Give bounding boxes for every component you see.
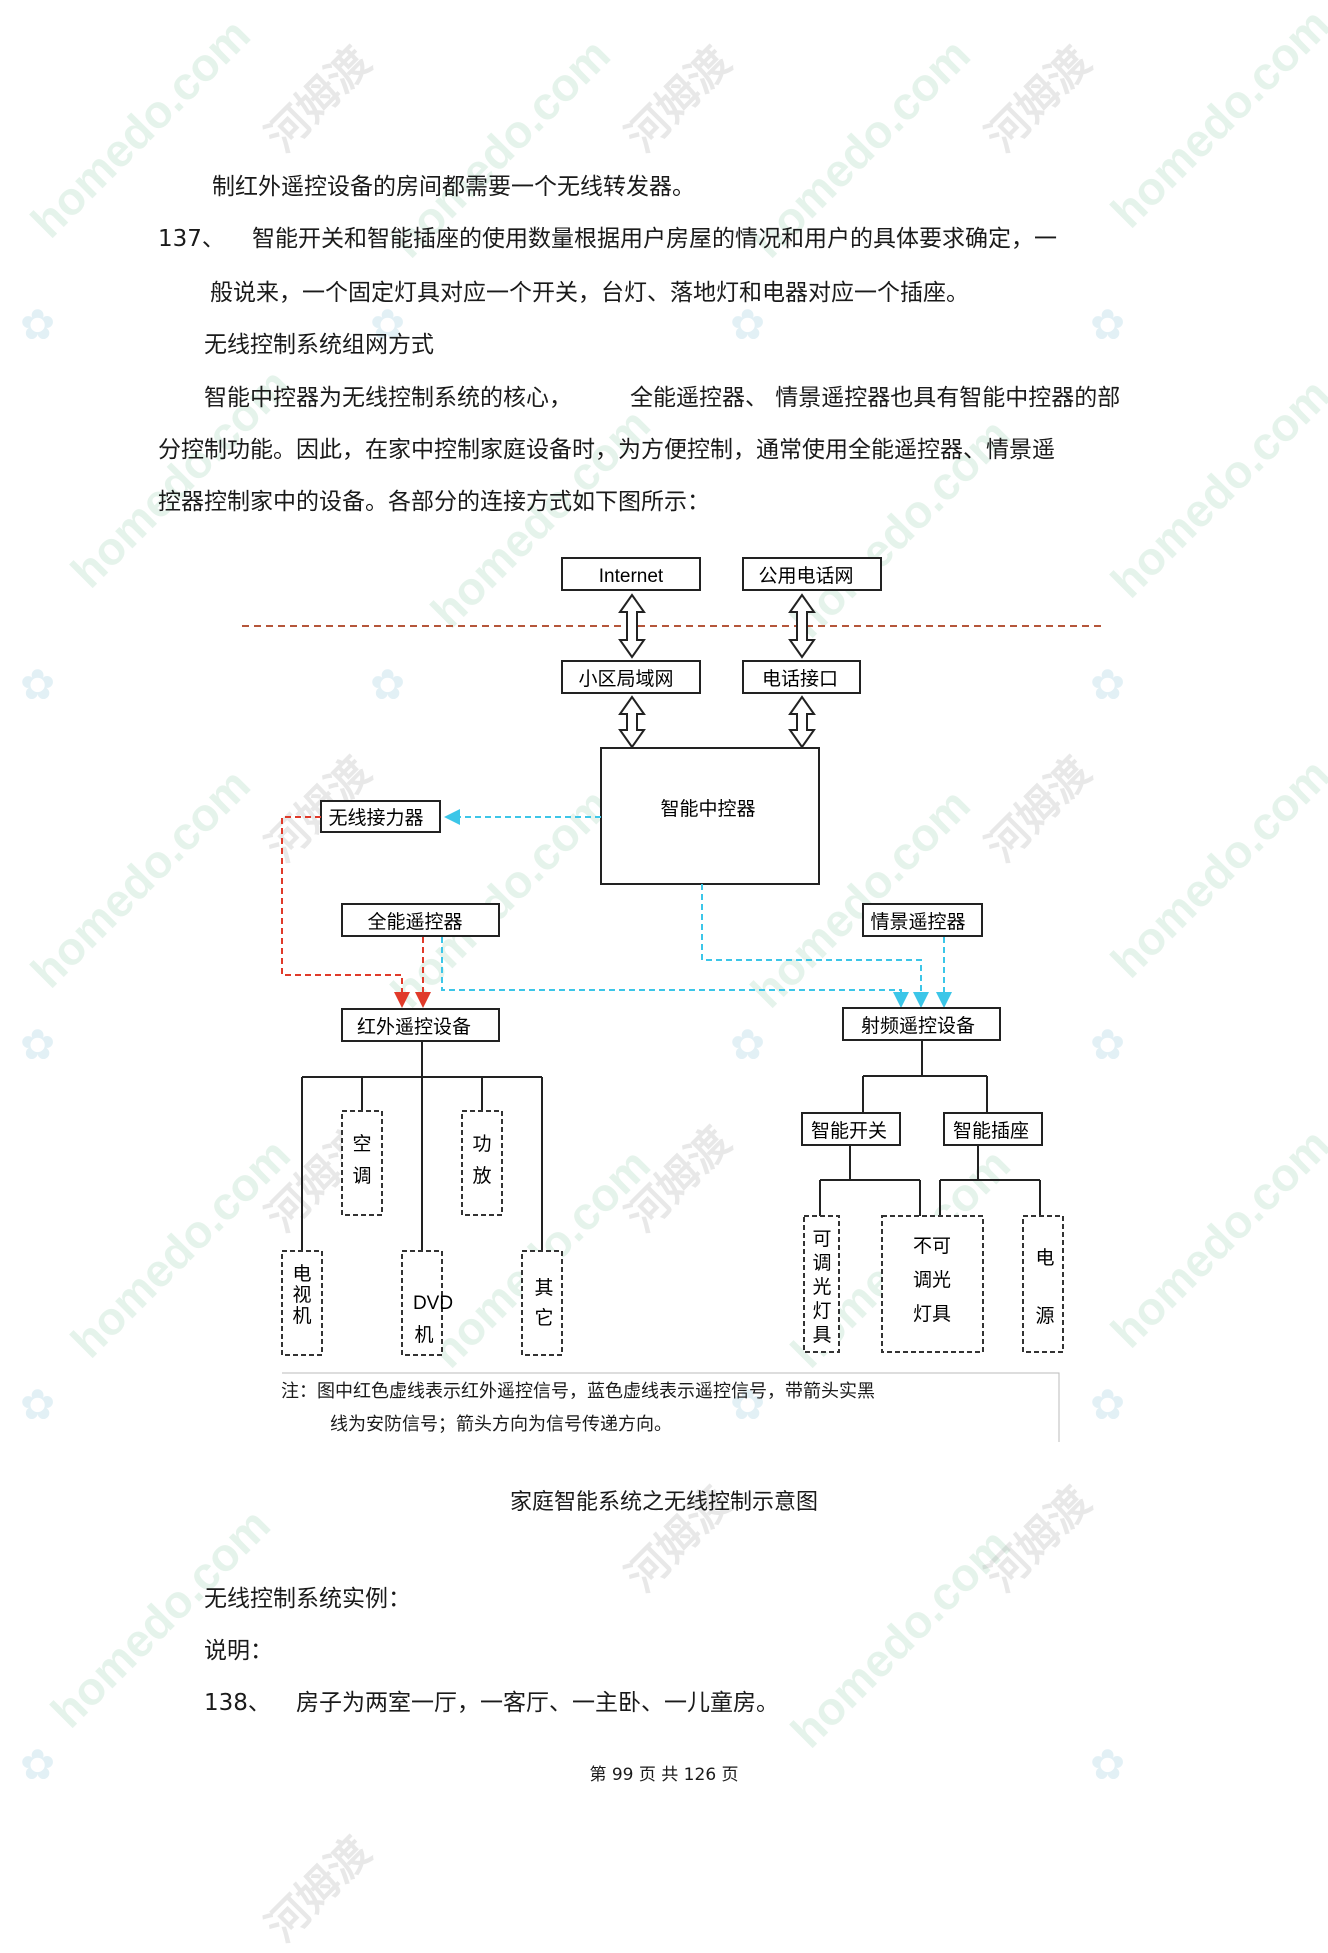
wireless-control-diagram: Internet 公用电话网 小区局域网 电话接口 智能中控器 无线接力器 全能… (242, 557, 1102, 1442)
smart-socket-label: 智能插座 (953, 1120, 1029, 1142)
double-arrow (618, 593, 816, 749)
ir-signal-line (281, 816, 410, 1008)
smart-switch-box (801, 1112, 901, 1146)
paragraph-line: 房子为两室一厅，一客厅、一主卧、一儿童房。 (296, 1690, 779, 1716)
relay-label: 无线接力器 (328, 807, 423, 829)
figure-caption: 家庭智能系统之无线控制示意图 (509, 1490, 818, 1515)
paragraph-line: 说明： (204, 1638, 273, 1664)
nondim-label-3: 灯具 (913, 1303, 951, 1325)
ir-device-box (341, 1008, 500, 1042)
rf-signal-line (441, 937, 909, 1008)
paragraph-line: 智能开关和智能插座的使用数量根据用户房屋的情况和用户的具体要求确定，一 (252, 226, 1057, 252)
lan-label: 小区局域网 (578, 668, 673, 690)
other-label: 其它 (534, 1277, 553, 1329)
phone-net-box (742, 557, 882, 591)
section-heading: 无线控制系统实例： (204, 1586, 411, 1612)
list-number: 137、 (158, 226, 225, 252)
paragraph-line: 般说来，一个固定灯具对应一个开关，台灯、落地灯和电器对应一个插座。 (210, 280, 969, 306)
smart-socket-box (943, 1112, 1043, 1146)
relay-box (320, 800, 441, 833)
paragraph-line: 制红外遥控设备的房间都需要一个无线转发器。 (212, 174, 695, 200)
paragraph-line: 控器控制家中的设备。各部分的连接方式如下图所示： (158, 489, 710, 515)
phone-net-label: 公用电话网 (758, 565, 853, 587)
internet-label: Internet (599, 566, 664, 587)
paragraph-line: 全能遥控器、 情景遥控器也具有智能中控器的部 (630, 385, 1121, 411)
universal-remote-box (341, 903, 500, 937)
list-number: 138、 (204, 1690, 271, 1716)
section-heading: 无线控制系统组网方式 (204, 332, 434, 358)
ir-device-label: 红外遥控设备 (357, 1016, 471, 1038)
other-box (521, 1250, 563, 1356)
scene-remote-box (862, 903, 983, 937)
rf-device-tree (819, 1040, 1041, 1216)
nondim-label-1: 不可 (913, 1235, 951, 1257)
aircon-box (341, 1110, 383, 1216)
dvd-label: DVD (413, 1293, 453, 1314)
dim-light-label: 可调光灯具 (812, 1228, 831, 1346)
amp-box (461, 1110, 503, 1216)
note-box-border (282, 1372, 1060, 1442)
internet-box (561, 557, 701, 591)
ir-device-tree (301, 1041, 543, 1255)
dvd-box (401, 1250, 443, 1356)
diagram-note-line2: 线为安防信号；箭头方向为信号传递方向。 (330, 1414, 672, 1435)
aircon-label: 空调 (352, 1133, 371, 1187)
diagram-note-line1: 注：图中红色虚线表示红外遥控信号，蓝色虚线表示遥控信号，带箭头实黑 (281, 1381, 875, 1402)
power-box (1022, 1215, 1064, 1353)
power-label: 电源 (1035, 1247, 1054, 1327)
nondim-light-box (881, 1215, 984, 1353)
rf-signal-line (701, 884, 929, 1008)
tv-box (281, 1250, 323, 1356)
page-footer: 第 99 页 共 126 页 (589, 1765, 739, 1785)
controller-label: 智能中控器 (660, 798, 755, 820)
dim-light-box (803, 1215, 840, 1353)
rf-device-label: 射频遥控设备 (861, 1015, 975, 1037)
scene-remote-label: 情景遥控器 (870, 911, 965, 933)
nondim-label-2: 调光 (913, 1269, 951, 1291)
amp-label: 功放 (472, 1133, 491, 1187)
tv-label: 电视机 (292, 1263, 311, 1327)
paragraph-line: 分控制功能。因此，在家中控制家庭设备时，为方便控制，通常使用全能遥控器、情景遥 (158, 437, 1055, 463)
paragraph-line: 智能中控器为无线控制系统的核心， (204, 385, 572, 411)
lan-box (561, 660, 701, 694)
smart-switch-label: 智能开关 (811, 1120, 887, 1142)
phone-interface-box (742, 660, 861, 694)
phone-interface-label: 电话接口 (762, 668, 838, 690)
dvd-label-2: 机 (414, 1324, 433, 1346)
universal-remote-label: 全能遥控器 (367, 911, 462, 933)
